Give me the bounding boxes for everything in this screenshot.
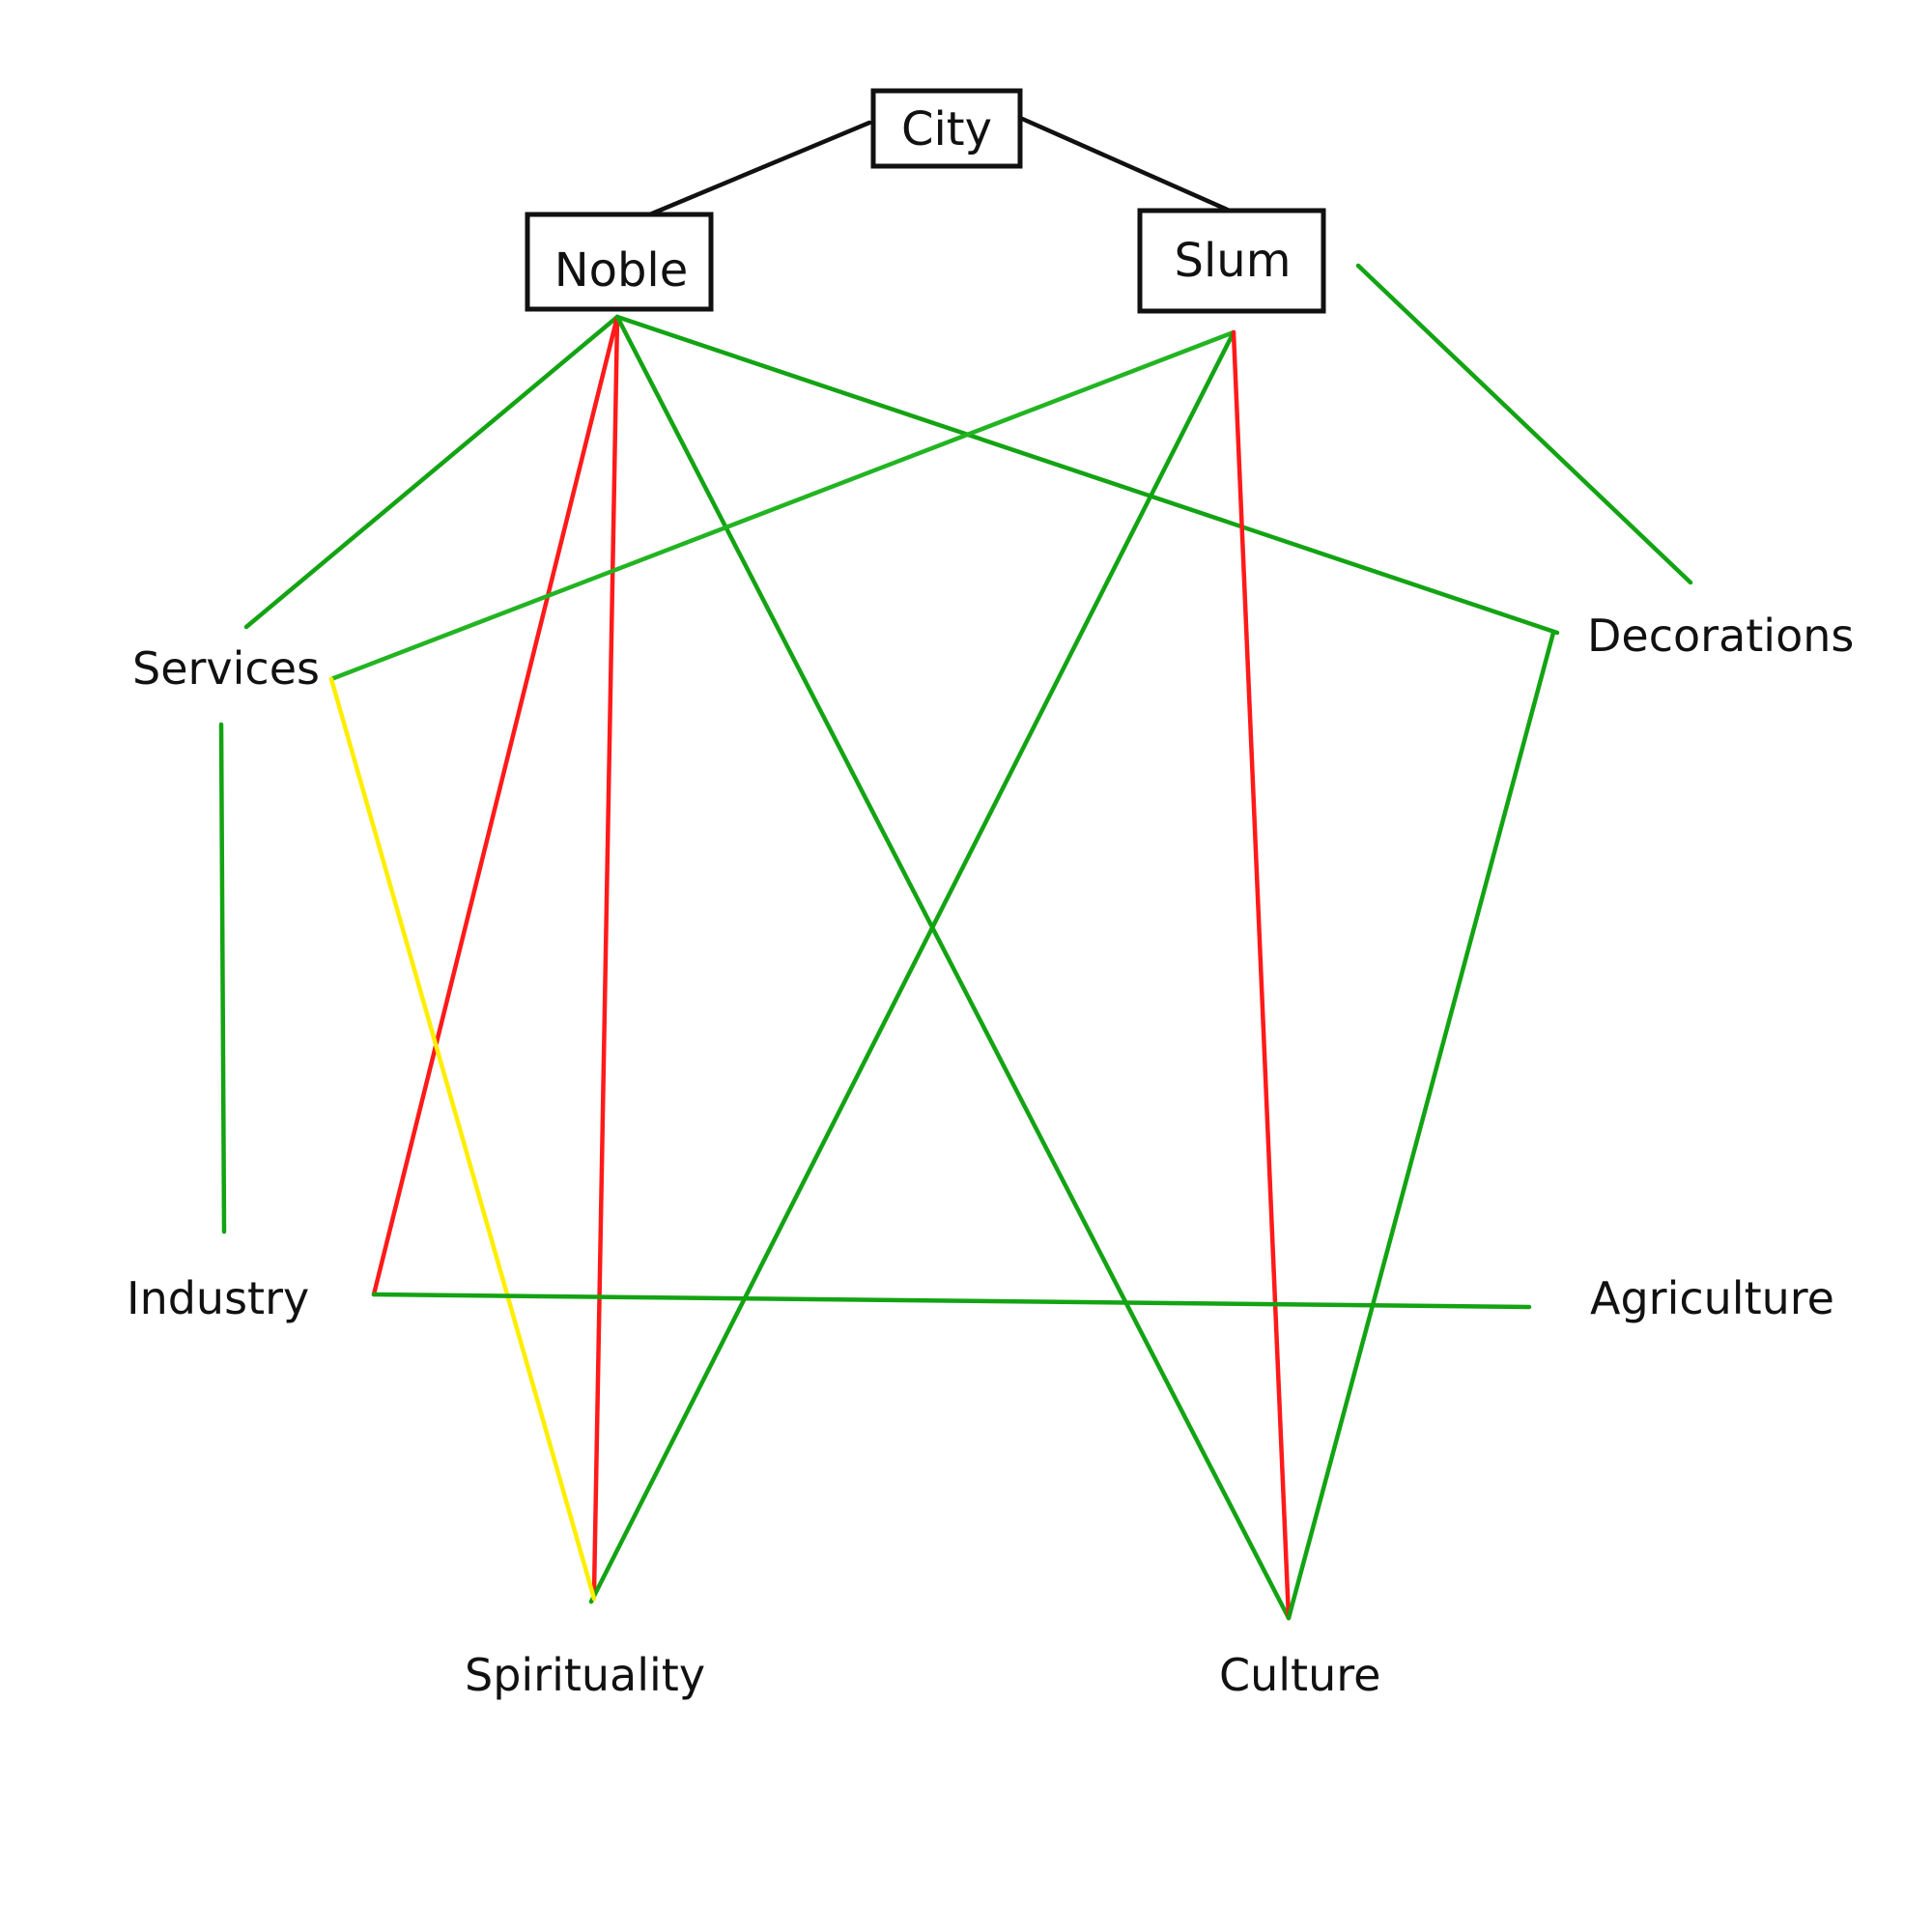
box-city-label: City [901, 102, 992, 156]
edge-services-industry [218, 722, 227, 1235]
node-spirituality: Spirituality [465, 1649, 705, 1701]
edge-services-spirituality [328, 676, 597, 1602]
node-culture: Culture [1219, 1649, 1380, 1701]
box-city: City [870, 88, 1023, 169]
edge-slum-culture [1231, 329, 1292, 1621]
node-agriculture: Agriculture [1590, 1272, 1834, 1324]
edge-slum-spirituality [588, 329, 1236, 1605]
edge-decorations-culture [1286, 630, 1556, 1621]
edge-noble-industry [371, 314, 620, 1297]
edge-city-slum [1017, 115, 1235, 214]
edge-city-noble [642, 120, 872, 219]
node-industry: Industry [127, 1272, 309, 1324]
edge-slum-services [328, 329, 1236, 682]
box-slum-label: Slum [1175, 234, 1292, 288]
edges-layer [218, 115, 1693, 1621]
edge-noble-services [243, 314, 620, 630]
box-noble: Noble [525, 212, 714, 312]
edge-noble-spirituality [591, 314, 620, 1595]
edge-slum-decorations [1355, 263, 1693, 585]
box-slum: Slum [1137, 208, 1326, 314]
edge-industry-agriculture [371, 1292, 1532, 1310]
node-decorations: Decorations [1587, 610, 1854, 662]
edge-noble-culture [614, 314, 1292, 1621]
edge-noble-decorations [614, 314, 1560, 636]
box-noble-label: Noble [554, 243, 689, 298]
node-services: Services [132, 642, 320, 695]
